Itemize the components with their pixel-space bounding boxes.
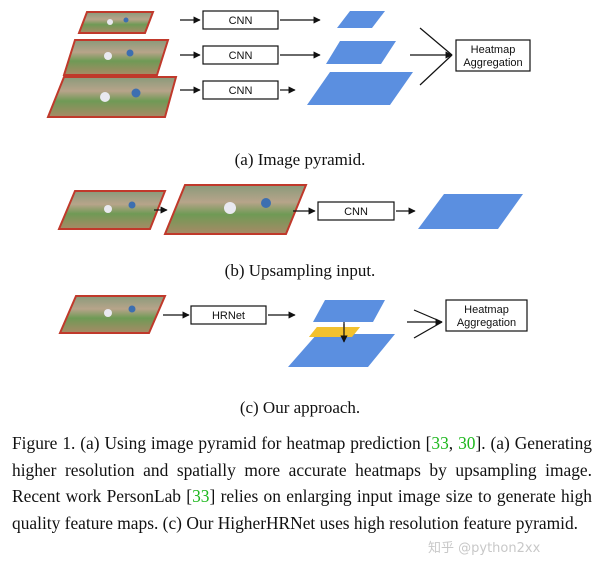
citation-link[interactable]: 33 [192, 486, 210, 507]
feature-map-large [307, 72, 413, 105]
feature-map-small [337, 11, 385, 28]
pyramid-image-large [46, 76, 178, 118]
aggregation-line1-c: Heatmap [464, 304, 509, 316]
subcaption-c: (c) Our approach. [239, 398, 361, 417]
heatmap-aggregation-box-c [445, 299, 528, 332]
figure-diagram: CNN CNN CNN Heatmap Aggregation CNN HRNe… [46, 10, 531, 367]
cnn-box-3 [202, 80, 279, 100]
cnn-box-1 [202, 10, 279, 30]
aggregation-line2-a: Aggregation [463, 57, 522, 69]
citation-link[interactable]: 30 [458, 433, 476, 453]
aggregation-line2-c: Aggregation [457, 317, 516, 329]
caption-text-3: ] relies on enlarging input image size t… [12, 486, 592, 533]
feature-map-b [418, 194, 523, 229]
cnn-box-b [317, 201, 395, 221]
caption-sep: , [448, 433, 454, 453]
aggregation-arrows-c [407, 309, 443, 339]
citation-link[interactable]: 33 [431, 433, 449, 453]
feature-map-low-res [313, 300, 385, 322]
cnn-label-1: CNN [229, 15, 253, 27]
pyramid-image-small [77, 11, 155, 34]
input-image-c [58, 295, 167, 334]
watermark: 知乎 @python2xx [428, 541, 541, 556]
feature-map-medium [326, 41, 396, 64]
caption-text-2: ]. (a) Generating higher resolution and … [12, 433, 592, 507]
hrnet-box [190, 305, 267, 325]
subcaption-b: (b) Upsampling input. [224, 261, 376, 280]
cnn-box-2 [202, 45, 279, 65]
subcaption-a: (a) Image pyramid. [234, 150, 366, 169]
input-image-b [57, 190, 167, 230]
cnn-label-b: CNN [344, 206, 368, 218]
hrnet-label: HRNet [212, 310, 245, 322]
feature-map-high-res [288, 334, 395, 367]
heatmap-aggregation-box-a [455, 39, 531, 72]
aggregation-arrows-a [410, 27, 453, 86]
aggregation-line1-a: Heatmap [471, 44, 516, 56]
cnn-label-3: CNN [229, 85, 253, 97]
deconv-module-front [309, 327, 360, 337]
caption-text-1: Figure 1. (a) Using image pyramid for he… [12, 433, 432, 453]
cnn-label-2: CNN [229, 50, 253, 62]
pyramid-image-medium [62, 39, 170, 76]
figure-caption: Figure 1. (a) Using image pyramid for he… [12, 430, 592, 536]
upsampled-image-b [163, 184, 308, 235]
